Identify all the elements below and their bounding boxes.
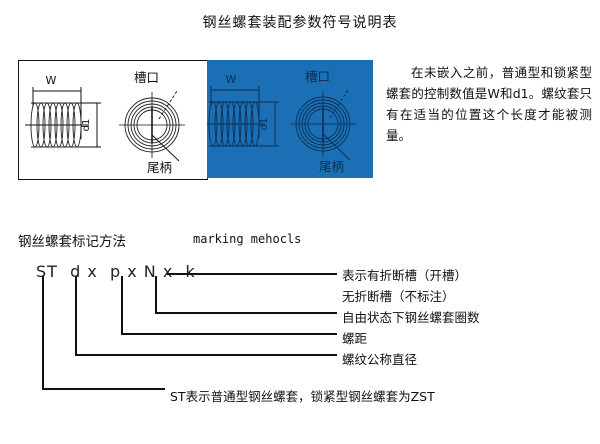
label-st-note: ST表示普通型钢丝螺套，锁紧型钢丝螺套为ZST (170, 389, 435, 404)
slot-opening-label-blue: 槽口 (305, 69, 331, 84)
slot-leader-line (158, 90, 178, 120)
marking-code-string: ST d x p x N x k (36, 262, 196, 281)
d1-symbol-label-blue: d1 (259, 118, 270, 131)
slot-opening-label-white: 槽口 (134, 70, 160, 85)
leader-n (155, 276, 337, 314)
slot-leader-line-blue (329, 89, 349, 119)
leader-d (75, 276, 337, 356)
diagram-panel-white: W d1 (18, 60, 208, 180)
marking-method-heading-en: marking mehocls (193, 232, 302, 246)
page-title: 钢丝螺套装配参数符号说明表 (202, 15, 398, 31)
coil-diagram-blue-svg: W d1 (207, 60, 373, 178)
label-break-slot: 表示有折断槽（开槽） (342, 268, 468, 283)
w-symbol-label: W (46, 74, 57, 87)
d1-symbol-label: d1 (81, 119, 92, 132)
marking-method-heading: 钢丝螺套标记方法 (18, 234, 126, 250)
tang-leader-line (151, 134, 180, 162)
d1-dimension (81, 102, 101, 148)
label-free-state-turns: 自由状态下钢丝螺套圈数 (342, 310, 480, 325)
label-nominal-diameter: 螺纹公称直径 (342, 352, 418, 367)
diagram-panel-blue: W d1 (207, 60, 373, 178)
label-no-break-slot: 无折断槽（不标注） (342, 289, 455, 304)
intro-paragraph: 在未嵌入之前，普通型和锁紧型螺套的控制数值是W和d1。螺纹套只有在适当的位置这个… (386, 65, 592, 143)
tang-label-blue: 尾柄 (319, 159, 345, 174)
d1-dimension-blue (259, 101, 279, 147)
tang-label-white: 尾柄 (147, 160, 173, 175)
leader-st (42, 276, 165, 390)
w-symbol-label-blue: W (226, 73, 237, 86)
leader-p (121, 276, 337, 335)
coil-diagram-white-svg: W d1 (25, 74, 185, 162)
leader-lines-svg (42, 273, 337, 390)
tang-leader-line-blue (322, 133, 351, 161)
label-pitch: 螺距 (342, 331, 368, 346)
